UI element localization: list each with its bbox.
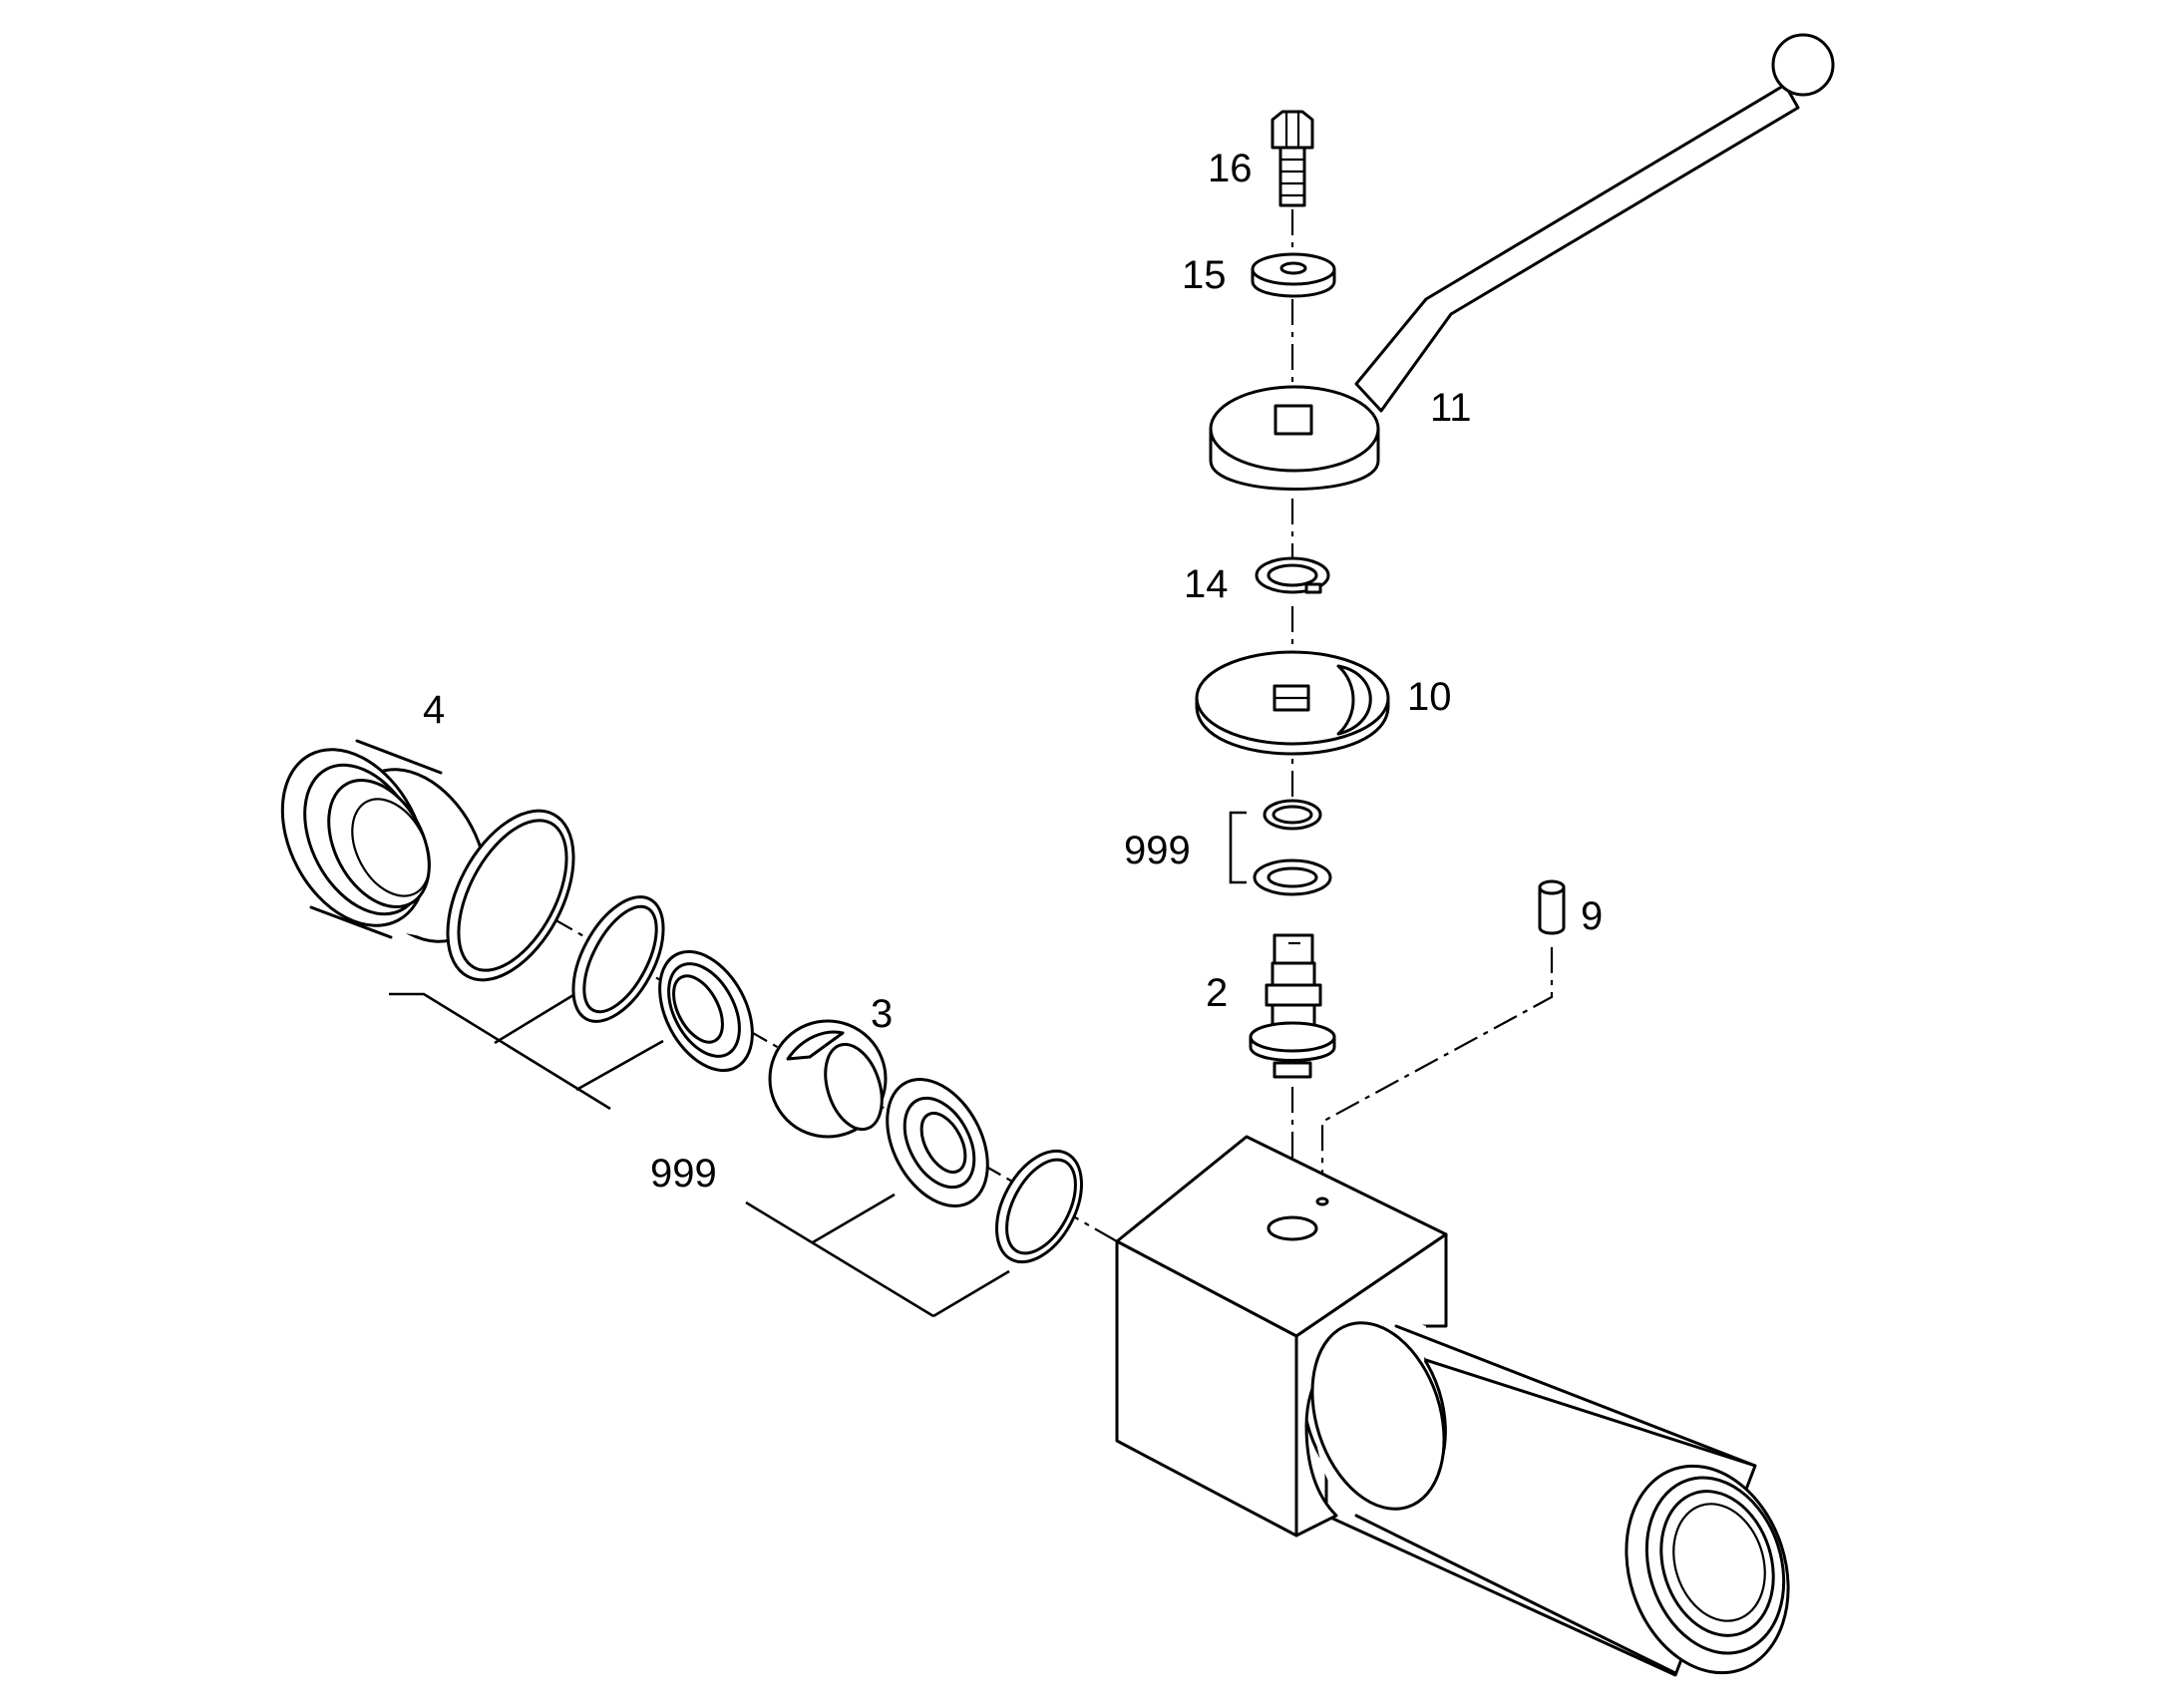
pin-part-9 — [1538, 879, 1566, 935]
callout-15: 15 — [1182, 253, 1227, 297]
o-ring-medium — [571, 895, 665, 1023]
callout-10: 10 — [1407, 675, 1452, 719]
seat-ring-left — [658, 949, 754, 1073]
pin-axis — [1320, 947, 1554, 1192]
callout-11: 11 — [1430, 386, 1472, 430]
o-ring-small — [995, 1149, 1083, 1264]
callout-labels: 16 15 11 14 10 999 9 2 4 3 999 — [423, 147, 1603, 1196]
stop-plate-part-10 — [1195, 650, 1390, 756]
o-ring-large — [446, 809, 575, 982]
callout-16: 16 — [1208, 147, 1253, 190]
seat-housing-part-4 — [280, 739, 489, 943]
ball-part-3 — [768, 1019, 888, 1139]
valve-body — [1115, 1135, 1790, 1677]
callout-4: 4 — [423, 688, 445, 732]
callout-999-seat-kit: 999 — [650, 1152, 717, 1196]
handle-part-11 — [1209, 33, 1835, 491]
seat-ring-right — [886, 1078, 989, 1207]
callout-14: 14 — [1184, 562, 1229, 606]
bolt-part-16 — [1271, 110, 1314, 207]
stem-part-2 — [1249, 933, 1336, 1079]
seat-kit-bracket-lower — [745, 1193, 1010, 1318]
lock-ring-part-14 — [1255, 556, 1330, 594]
callout-3: 3 — [871, 992, 893, 1036]
washer-part-15 — [1251, 252, 1336, 298]
callout-9: 9 — [1581, 894, 1603, 938]
callout-999-stem-seals: 999 — [1124, 829, 1191, 872]
stem-seals-kit-999 — [1229, 799, 1332, 896]
seat-kit-bracket-upper — [389, 992, 664, 1111]
callout-2: 2 — [1206, 971, 1228, 1015]
